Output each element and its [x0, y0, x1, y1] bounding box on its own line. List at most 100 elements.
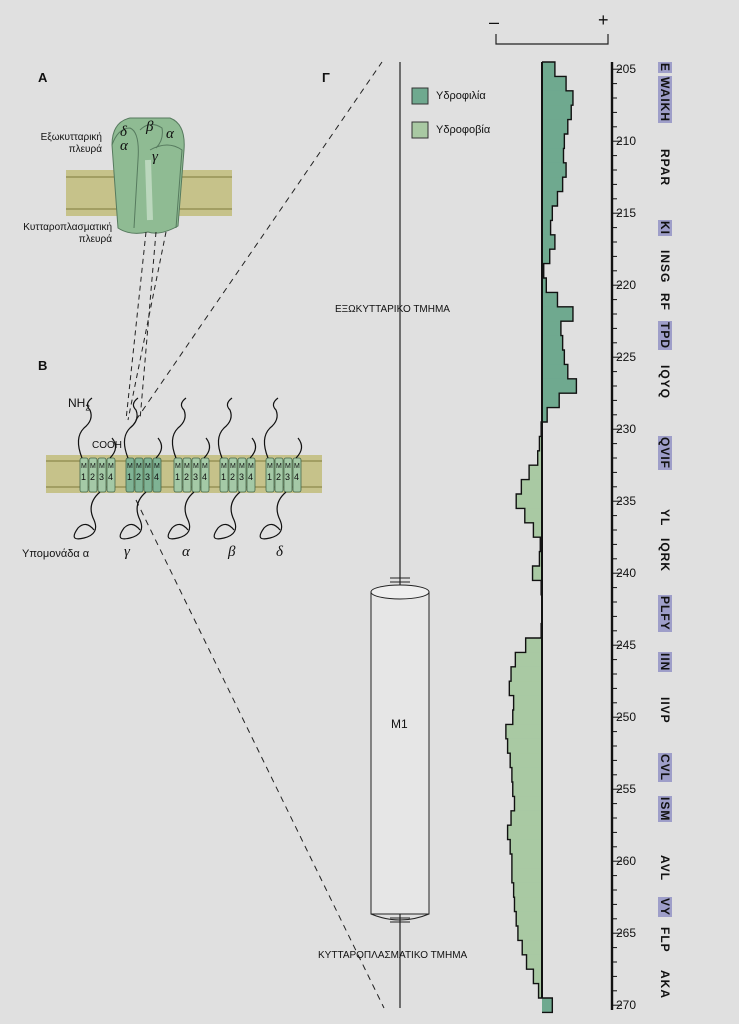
- sequence-segment: E: [658, 62, 672, 74]
- helix-number: 2: [184, 472, 190, 482]
- profile-bar: [507, 738, 542, 754]
- axis-tick-label: 235: [616, 494, 637, 509]
- axis-tick-label: 250: [616, 710, 637, 725]
- helix-m-label: M: [294, 463, 300, 470]
- scale-bracket: [495, 34, 609, 45]
- helix-number: 2: [136, 472, 142, 482]
- profile-bar: [510, 753, 542, 768]
- profile-bar: [514, 796, 542, 812]
- sequence-segment: INSG: [658, 250, 672, 284]
- axis-tick-label: 265: [616, 926, 637, 941]
- profile-outline: [505, 61, 578, 1014]
- helix-m-label: M: [145, 463, 151, 470]
- subunit-topology: [73, 397, 117, 540]
- sequence-segment: PLFY: [658, 594, 672, 632]
- axis-tick-label: 245: [616, 638, 637, 653]
- helix-number: 3: [239, 472, 245, 482]
- profile-bar: [514, 897, 542, 912]
- nh2-label: NH2: [68, 396, 90, 413]
- profile-bar: [513, 695, 542, 711]
- helix-m-label: M: [154, 463, 160, 470]
- sequence-segment: YL: [658, 509, 672, 527]
- profile-bar: [542, 234, 555, 250]
- m1-helix-cylinder: [370, 577, 430, 923]
- subunit-label: δ: [276, 544, 283, 560]
- sequence-segment: FLP: [658, 927, 672, 953]
- cooh-label: COOH: [92, 440, 122, 451]
- profile-bar: [542, 220, 551, 236]
- sequence-segment: AVL: [658, 855, 672, 882]
- helix-number: 1: [175, 472, 181, 482]
- profile-bar: [537, 450, 542, 466]
- helix-m-label: M: [127, 463, 133, 470]
- helix-number: 3: [145, 472, 151, 482]
- axis-tick-label: 240: [616, 566, 637, 581]
- profile-bar: [542, 364, 568, 380]
- profile-bar: [542, 162, 567, 178]
- sequence-segment: WAIKH: [658, 76, 672, 124]
- axis-tick-label: 220: [616, 278, 637, 293]
- sequence-segment: IIN: [658, 652, 672, 673]
- subunit-letter-a: α: [166, 126, 174, 142]
- helix-number: 1: [81, 472, 87, 482]
- profile-bar: [542, 335, 563, 351]
- axis-tick-label: 205: [616, 62, 637, 77]
- sequence-segment: RF: [658, 293, 672, 312]
- sequence-segment: TPD: [658, 321, 672, 351]
- profile-bar: [542, 191, 558, 207]
- helix-m-label: M: [239, 463, 245, 470]
- profile-bar: [516, 911, 542, 927]
- helix-number: 1: [221, 472, 227, 482]
- profile-bar: [522, 940, 542, 956]
- helix-m-label: M: [81, 463, 87, 470]
- profile-bar: [542, 249, 550, 264]
- profile-bar: [542, 134, 565, 149]
- helix-number: 4: [154, 472, 160, 482]
- profile-bar: [542, 393, 560, 408]
- legend-label: Υδροφοβία: [436, 124, 491, 136]
- scale-minus: –: [489, 12, 500, 32]
- profile-bar: [542, 321, 561, 336]
- helix-number: 2: [230, 472, 236, 482]
- axis-tick-label: 230: [616, 422, 637, 437]
- subunit-letter-a: α: [120, 138, 128, 154]
- profile-bar: [538, 983, 542, 999]
- subunit-label: γ: [124, 544, 130, 560]
- helix-m-label: M: [175, 463, 181, 470]
- sequence-segment: CVL: [658, 753, 672, 783]
- subunit-topology: [167, 397, 211, 540]
- profile-bar: [542, 119, 568, 135]
- helix-m-label: M: [221, 463, 227, 470]
- sequence-segment: IQYQ: [658, 365, 672, 400]
- legend-label: Υδροφιλία: [436, 90, 486, 102]
- profile-bar: [525, 638, 542, 653]
- profile-bar: [533, 969, 542, 984]
- sequence-segment: VY: [658, 897, 672, 918]
- helix-number: 4: [108, 472, 114, 482]
- profile-bar: [511, 810, 542, 826]
- helix-m-label: M: [202, 463, 208, 470]
- sequence-segment: AKA: [658, 970, 672, 1000]
- helix-m-label: M: [193, 463, 199, 470]
- profile-bar: [517, 926, 542, 941]
- profile-bar: [526, 954, 542, 970]
- hydropathy-profile: [505, 61, 578, 1014]
- cytoplasmic-region-label: ΚΥΤΤΑΡΟΠΛΑΣΜΑΤΙΚΟ ΤΜΗΜΑ: [318, 950, 468, 961]
- subunit-topology: [259, 397, 303, 540]
- receptor-pentamer: [111, 117, 185, 234]
- helix-m-label: M: [248, 463, 254, 470]
- cytoplasmic-side-label: Κυτταροπλασματική πλευρά: [23, 222, 112, 245]
- profile-bar: [533, 522, 542, 538]
- subunit-letter-a: β: [146, 119, 154, 135]
- profile-bar: [542, 62, 555, 77]
- helix-number: 4: [294, 472, 300, 482]
- profile-bar: [542, 90, 573, 106]
- legend-swatch: [411, 87, 429, 105]
- profile-bar: [513, 882, 542, 898]
- profile-bar: [542, 378, 577, 394]
- helix-number: 1: [267, 472, 273, 482]
- profile-bar: [516, 494, 542, 509]
- axis-tick-label: 270: [616, 998, 637, 1013]
- profile-bar: [542, 292, 558, 308]
